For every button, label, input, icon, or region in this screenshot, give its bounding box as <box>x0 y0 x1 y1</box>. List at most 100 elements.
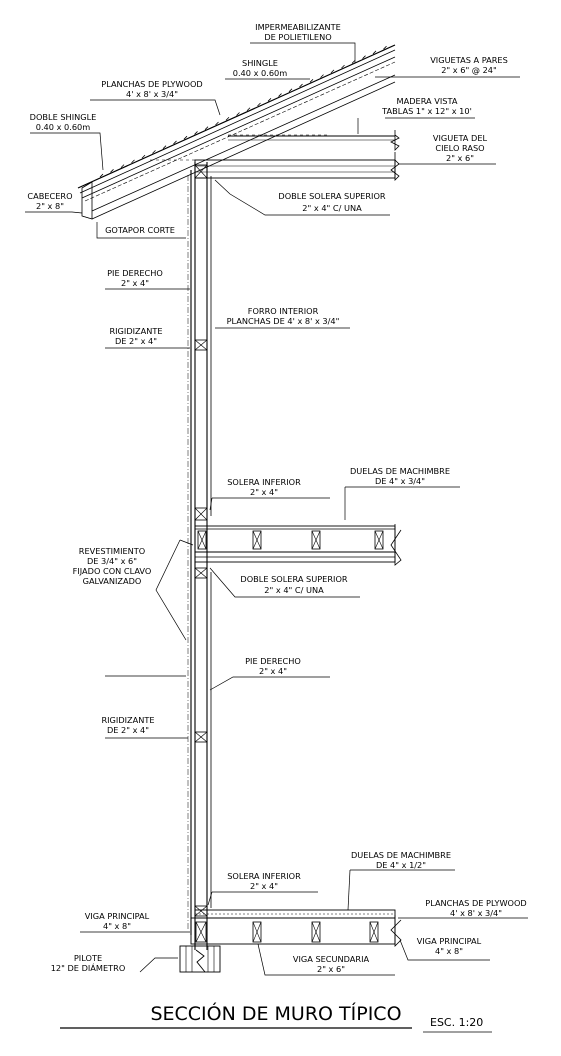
shingle-mark <box>204 126 209 130</box>
label-forro-interior-2: PLANCHAS DE 4' x 8' x 3/4" <box>227 316 340 326</box>
block-cross <box>194 164 208 179</box>
wall-framing <box>187 162 212 950</box>
label-pie-derecho-2a: PIE DERECHO <box>245 656 301 666</box>
floor-block-cross <box>197 530 207 550</box>
shingle-mark <box>173 140 177 145</box>
shingle-mark <box>383 45 387 50</box>
label-pie-derecho-1a: PIE DERECHO <box>107 268 163 278</box>
label-gotapor: GOTAPOR CORTE <box>105 225 175 235</box>
label-pie-derecho-2b: 2" x 4" <box>259 666 287 676</box>
label-viga-principal-l1: VIGA PRINCIPAL <box>85 911 150 921</box>
label-shingle-1: SHINGLE <box>242 58 278 68</box>
label-impermeabilizante-1: IMPERMEABILIZANTE <box>255 22 341 32</box>
labels: IMPERMEABILIZANTE DE POLIETILENO VIGUETA… <box>27 22 526 974</box>
shingle-mark <box>299 83 303 88</box>
label-cabecero-2: 2" x 8" <box>36 201 64 211</box>
block <box>194 731 208 743</box>
floor-block <box>311 530 321 550</box>
label-solera-inf-2b: 2" x 4" <box>250 881 278 891</box>
shingle-mark <box>288 88 293 93</box>
shingle-mark <box>110 169 114 173</box>
label-solera-inf-1a: SOLERA INFERIOR <box>227 477 301 487</box>
shingle-mark <box>194 131 198 135</box>
label-duelas-1b: DE 4" x 3/4" <box>375 476 425 486</box>
first-floor-system <box>179 909 402 973</box>
shingle-mark <box>320 74 324 78</box>
shingle-mark <box>152 150 156 154</box>
shingle-mark <box>141 154 146 159</box>
label-solera-inf-2a: SOLERA INFERIOR <box>227 871 301 881</box>
label-vigueta-cielo-3: 2" x 6" <box>446 153 474 163</box>
block <box>194 164 208 179</box>
shingle-mark <box>351 60 356 64</box>
label-impermeabilizante-2: DE POLIETILENO <box>264 32 331 42</box>
label-doble-solera-sup-2a: DOBLE SOLERA SUPERIOR <box>240 574 347 584</box>
floor-joist-blocks <box>195 921 379 943</box>
shingle-mark <box>120 164 125 168</box>
shingle-mark <box>131 159 135 164</box>
label-doble-solera-sup-2b: 2" x 4" C/ UNA <box>264 585 324 595</box>
label-duelas-2b: DE 4" x 1/2" <box>376 860 426 870</box>
drawing-title: SECCIÓN DE MURO TÍPICO <box>150 1001 401 1025</box>
label-rigidizante-2b: DE 2" x 4" <box>107 725 149 735</box>
shingle-mark <box>225 116 230 121</box>
floor-block <box>197 530 207 550</box>
shingle-mark <box>215 121 219 126</box>
shingle-mark <box>341 64 345 69</box>
shingle-mark <box>183 135 188 140</box>
label-cabecero-1: CABECERO <box>27 191 72 201</box>
shingle-mark <box>362 55 366 59</box>
label-duelas-2a: DUELAS DE MACHIMBRE <box>351 850 451 860</box>
label-rigidizante-1b: DE 2" x 4" <box>115 336 157 346</box>
label-revestimiento-2: DE 3/4" x 6" <box>87 556 137 566</box>
shingle-mark <box>267 98 272 102</box>
label-doble-solera-sup-1a: DOBLE SOLERA SUPERIOR <box>278 191 385 201</box>
floor-block <box>252 530 262 550</box>
block-cross <box>194 905 208 917</box>
block-cross <box>194 731 208 743</box>
label-shingle-2: 0.40 x 0.60m <box>233 68 288 78</box>
label-rigidizante-1a: RIGIDIZANTE <box>109 326 162 336</box>
floor-block <box>374 530 384 550</box>
block <box>194 567 208 579</box>
floor-joist-block <box>369 921 379 943</box>
block-cross <box>194 339 208 351</box>
label-doble-shingle-2: 0.40 x 0.60m <box>36 122 91 132</box>
roof-assembly <box>77 44 396 220</box>
label-solera-inf-1b: 2" x 4" <box>250 487 278 497</box>
shingle-mark <box>330 69 335 74</box>
label-viguetas-pares-2: 2" x 6" @ 24" <box>441 65 497 75</box>
drawing-scale: ESC. 1:20 <box>430 1016 483 1029</box>
label-plywood-floor-2: 4' x 8' x 3/4" <box>450 908 502 918</box>
label-vigueta-cielo-1: VIGUETA DEL <box>433 133 488 143</box>
block <box>194 507 208 521</box>
block-cross <box>194 567 208 579</box>
floor-block-cross <box>374 530 384 550</box>
label-revestimiento-3: FIJADO CON CLAVO <box>73 566 152 576</box>
title-block: SECCIÓN DE MURO TÍPICO ESC. 1:20 <box>60 1001 492 1033</box>
wall-blocking <box>194 164 208 917</box>
label-rigidizante-2a: RIGIDIZANTE <box>101 715 154 725</box>
label-pilote-2: 12" DE DIÁMETRO <box>51 962 126 973</box>
label-plywood-floor-1: PLANCHAS DE PLYWOOD <box>425 898 526 908</box>
ceiling-joists <box>194 130 400 181</box>
block <box>194 339 208 351</box>
label-pilote-1: PILOTE <box>74 953 102 963</box>
shingle-mark <box>372 50 377 55</box>
label-viguetas-pares-1: VIGUETAS A PARES <box>430 55 508 65</box>
shingle-mark <box>236 112 240 116</box>
shingle-mark <box>246 107 251 112</box>
label-madera-vista-1: MADERA VISTA <box>397 96 458 106</box>
floor-joist-block <box>311 921 321 943</box>
label-viga-principal-l2: 4" x 8" <box>103 921 131 931</box>
label-viga-principal-r2: 4" x 8" <box>435 946 463 956</box>
label-doble-solera-sup-1b: 2" x 4" C/ UNA <box>302 203 362 213</box>
floor-joist-cross <box>369 921 379 943</box>
shingle-mark <box>162 145 167 149</box>
label-revestimiento-1: REVESTIMIENTO <box>79 546 145 556</box>
label-plywood-roof-2: 4' x 8' x 3/4" <box>126 89 178 99</box>
shingle-pattern <box>99 45 387 178</box>
shingle-mark <box>257 102 261 107</box>
label-madera-vista-2: TABLAS 1" x 12" x 10' <box>381 106 472 116</box>
